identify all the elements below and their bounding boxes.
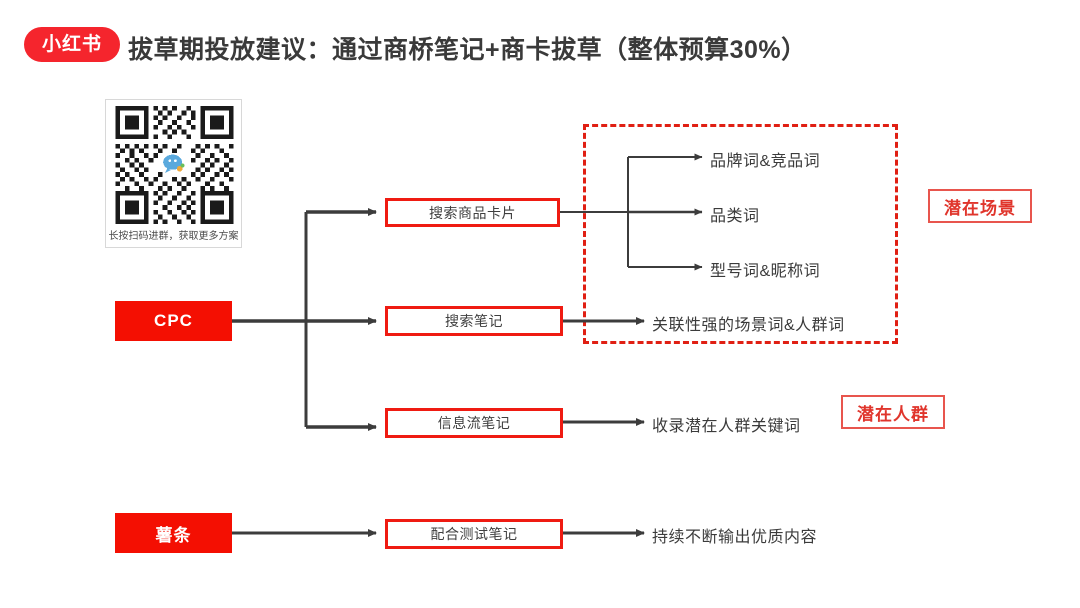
badge-label-potential-scene: 潜在场景 [944, 198, 1016, 218]
source-label-cpc: CPC [154, 311, 193, 330]
channel-label-search-card: 搜索商品卡片 [429, 204, 516, 221]
keyword-model: 型号词&昵称词 [710, 263, 821, 280]
badge-label-potential-crowd: 潜在人群 [857, 404, 929, 424]
xiaohongshu-logo: 小红书 [24, 27, 120, 62]
wechat-icon [163, 154, 185, 174]
page-title: 拔草期投放建议：通过商桥笔记+商卡拔草（整体预算30%） [128, 36, 807, 64]
outcome-scene-crowd: 关联性强的场景词&人群词 [652, 317, 845, 334]
source-label-shutiao: 薯条 [155, 525, 192, 545]
channel-box-feed-note[interactable]: 信息流笔记 [385, 408, 563, 438]
source-box-shutiao[interactable]: 薯条 [115, 513, 232, 553]
badge-potential-scene: 潜在场景 [928, 189, 1032, 223]
channel-label-feed-note: 信息流笔记 [437, 415, 511, 431]
logo-label: 小红书 [41, 34, 102, 55]
outcome-potential-crowd-kw: 收录潜在人群关键词 [652, 418, 801, 435]
keyword-category: 品类词 [710, 208, 760, 225]
qr-code-image [115, 106, 234, 224]
outcome-quality-content: 持续不断输出优质内容 [652, 529, 818, 546]
source-box-cpc[interactable]: CPC [115, 301, 232, 341]
qr-caption: 长按扫码进群，获取更多方案 [108, 231, 239, 242]
channel-label-search-note: 搜索笔记 [445, 313, 503, 329]
channel-box-test-note[interactable]: 配合测试笔记 [385, 519, 563, 549]
badge-potential-crowd: 潜在人群 [841, 395, 945, 429]
channel-box-search-card[interactable]: 搜索商品卡片 [385, 198, 560, 227]
channel-label-test-note: 配合测试笔记 [430, 526, 518, 542]
qr-code-block: 长按扫码进群，获取更多方案 [105, 99, 242, 248]
channel-box-search-note[interactable]: 搜索笔记 [385, 306, 563, 336]
keyword-brand: 品牌词&竞品词 [710, 153, 821, 170]
potential-scene-group-box [583, 124, 898, 344]
